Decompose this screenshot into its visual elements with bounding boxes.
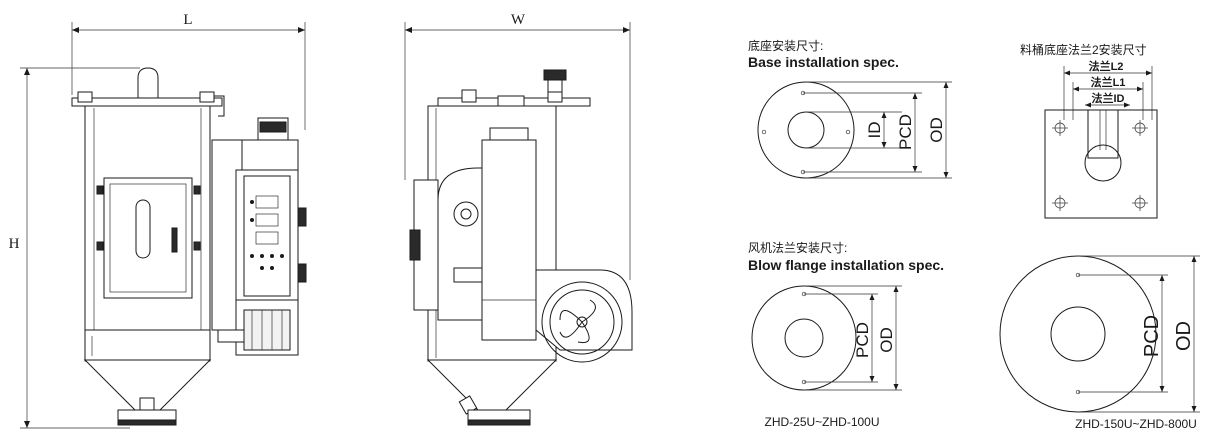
base-installation-spec: 底座安装尺寸: Base installation spec. ID PCD O… bbox=[748, 38, 952, 179]
flange2-installation-spec: 料桶底座法兰2安装尺寸 法兰L2 法兰L1 法兰ID bbox=[1020, 42, 1158, 219]
flange-l2-label: 法兰L2 bbox=[1089, 59, 1124, 73]
length-dim-label: L bbox=[183, 12, 192, 28]
base-pcd-label: PCD bbox=[896, 114, 915, 150]
large-pcd-label: PCD bbox=[1141, 315, 1163, 357]
base-spec-title-cn: 底座安装尺寸: bbox=[748, 38, 823, 53]
blow-flange-installation-spec: 风机法兰安装尺寸: Blow flange installation spec.… bbox=[748, 240, 1200, 431]
blow-spec-title-cn: 风机法兰安装尺寸: bbox=[748, 240, 847, 255]
flange-id-label: 法兰ID bbox=[1092, 91, 1125, 105]
width-dim-label: W bbox=[511, 12, 526, 28]
base-od-label: OD bbox=[927, 117, 946, 143]
small-pcd-label: PCD bbox=[853, 322, 872, 358]
flange-l1-label: 法兰L1 bbox=[1091, 75, 1126, 89]
large-model-caption: ZHD-150U~ZHD-800U bbox=[1075, 417, 1197, 431]
blow-spec-title-en: Blow flange installation spec. bbox=[748, 257, 944, 273]
flange2-spec-title: 料桶底座法兰2安装尺寸 bbox=[1020, 42, 1147, 57]
small-model-caption: ZHD-25U~ZHD-100U bbox=[764, 415, 879, 429]
small-od-label: OD bbox=[877, 327, 896, 353]
side-view-drawing: W bbox=[404, 12, 633, 426]
large-od-label: OD bbox=[1173, 321, 1195, 351]
base-spec-title-en: Base installation spec. bbox=[748, 54, 899, 70]
height-dim-label: H bbox=[9, 236, 20, 252]
front-view-drawing: L H bbox=[9, 12, 307, 429]
base-id-label: ID bbox=[865, 122, 884, 139]
